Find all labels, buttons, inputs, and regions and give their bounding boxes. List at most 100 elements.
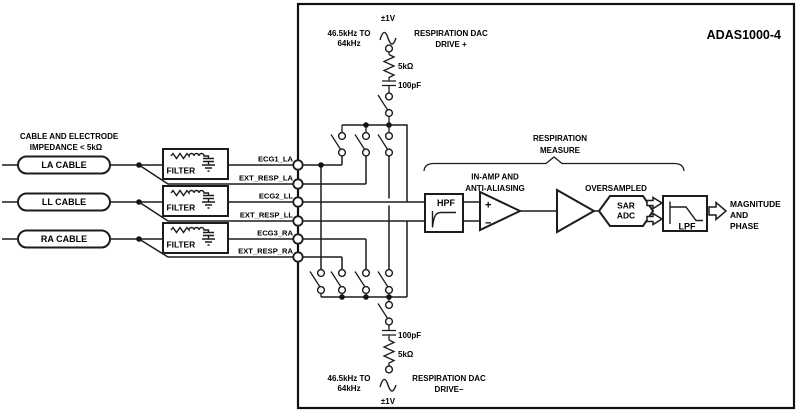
filter-blocks: FILTER FILTER FILTER (162, 148, 229, 254)
switch-blade-icon (309, 271, 321, 288)
block-arrow-icon (646, 212, 664, 226)
filter-to-pin-wires (228, 164, 293, 240)
switch-blade-icon (377, 303, 389, 320)
hpf-block (424, 193, 464, 233)
row-ecg3-wire (302, 238, 367, 270)
sine-source-icon (379, 378, 397, 392)
switch-contact (384, 268, 394, 278)
inamp-triangle (479, 190, 523, 232)
filter-label: FILTER (167, 203, 196, 213)
filter-label: FILTER (167, 240, 196, 250)
respiration-measure-chain: RESPIRATION MEASURE IN-AMP AND ANTI-ALIA… (423, 134, 781, 234)
filter-lc-ground-icon (170, 226, 215, 246)
output-label-line3: PHASE (730, 221, 759, 231)
hpf-to-inamp-wires (463, 201, 480, 222)
inamp-label-line2: ANTI-ALIASING (465, 184, 525, 193)
switch-contact (361, 148, 371, 157)
dac-bottom-capacitor-value: 100pF (398, 331, 421, 340)
adc-label-line1: SAR (617, 201, 635, 211)
switch-contact (337, 131, 347, 141)
lpf-label: LPF (679, 222, 697, 232)
switch-contact (361, 268, 371, 278)
inamp-minus: − (485, 218, 491, 230)
inamp-label-line1: IN-AMP AND (471, 173, 519, 182)
switch-contact (361, 131, 371, 141)
junction-dot (318, 162, 324, 168)
switch-matrix (302, 122, 425, 300)
output-block-arrow-icon (708, 200, 728, 222)
external-cable-section: CABLE AND ELECTRODE IMPEDANCE < 5kΩ LA C… (2, 132, 293, 258)
adc-label-line2: ADC (617, 211, 635, 221)
dac-top-resistor-value: 5kΩ (398, 62, 414, 71)
sine-source-icon (379, 31, 397, 45)
pin-label-ext-resp-ra: EXT_RESP_RA (238, 247, 293, 256)
filter-lc-ground-icon (170, 189, 215, 209)
pin-circle (292, 178, 304, 190)
cable-label-la: LA CABLE (41, 160, 86, 170)
pin-label-ext-resp-ll: EXT_RESP_LL (240, 211, 294, 220)
block-arrow-icon (646, 196, 664, 210)
filter-block-ra: FILTER (162, 222, 229, 254)
row-ext-resp-ra-wire (302, 256, 343, 270)
pin-label-ecg2-ll: ECG2_LL (259, 192, 294, 201)
switch-blade-icon (330, 271, 342, 288)
top-switch-bank (330, 125, 394, 157)
filter-label: FILTER (167, 166, 196, 176)
switch-blade-icon (377, 94, 389, 111)
terminal-circle (384, 44, 394, 53)
chip-name: ADAS1000-4 (707, 28, 781, 42)
switch-contact (384, 317, 394, 326)
switch-contact (384, 148, 394, 157)
row-ext-resp-la-wire (302, 156, 367, 185)
filter-block-ll: FILTER (162, 185, 229, 217)
terminal-circle (384, 365, 394, 374)
measure-title-line1: RESPIRATION (533, 134, 587, 143)
chip-pins: ECG1_LA EXT_RESP_LA ECG2_LL EXT_RESP_LL … (238, 155, 304, 263)
dac-bottom-freq-line2: 64kHz (337, 384, 360, 393)
measure-brace (423, 156, 685, 172)
switch-contact (361, 285, 371, 295)
output-label-line1: MAGNITUDE (730, 199, 781, 209)
dac-top-name-line2: DRIVE + (435, 40, 467, 49)
switch-contact (384, 300, 394, 310)
switch-blade-icon (377, 271, 389, 288)
ext-resp-bypass-wires (138, 164, 293, 258)
switch-contact (384, 108, 394, 118)
switch-blade-icon (354, 271, 366, 288)
filter-lc-ground-icon (170, 152, 215, 172)
capacitor-resistor-chain (382, 325, 396, 366)
cable-label-ll: LL CABLE (42, 197, 86, 207)
bottom-switch-bank (309, 268, 394, 297)
hpf-label: HPF (437, 198, 456, 208)
dac-top-freq-line1: 46.5kHz TO (328, 29, 371, 38)
switch-contact (316, 285, 326, 295)
respiration-dac-drive-plus: ±1V 46.5kHz TO 64kHz RESPIRATION DAC DRI… (328, 14, 488, 125)
impedance-note-line2: IMPEDANCE < 5kΩ (30, 143, 103, 152)
cable-input-stubs (2, 164, 18, 240)
filter-block-la: FILTER (162, 148, 229, 180)
pin-circle (292, 196, 304, 208)
switch-contact (384, 92, 394, 101)
switch-contact (316, 268, 326, 278)
dac-top-capacitor-value: 100pF (398, 81, 421, 90)
dac-top-voltage: ±1V (381, 14, 396, 23)
driver-amp-triangle (556, 188, 597, 234)
oversampled-label: OVERSAMPLED (585, 184, 647, 193)
dac-bottom-resistor-value: 5kΩ (398, 350, 414, 359)
switch-blade-icon (377, 134, 389, 151)
resistor-capacitor-chain (382, 52, 396, 93)
respiration-dac-drive-minus: 100pF 5kΩ 46.5kHz TO 64kHz RESPIRATION D… (328, 297, 486, 406)
pin-label-ecg3-ra: ECG3_RA (257, 229, 293, 238)
impedance-note-line1: CABLE AND ELECTRODE (20, 132, 119, 141)
sar-adc-block (597, 195, 655, 227)
output-label-line2: AND (730, 210, 748, 220)
measure-title-line2: MEASURE (540, 146, 581, 155)
lowpass-curve-icon (669, 201, 703, 224)
switch-blade-icon (354, 134, 366, 151)
dac-bottom-voltage: ±1V (381, 397, 396, 406)
highpass-curve-icon (431, 211, 456, 228)
inamp-plus: + (485, 200, 491, 212)
dac-top-freq-line2: 64kHz (337, 39, 360, 48)
